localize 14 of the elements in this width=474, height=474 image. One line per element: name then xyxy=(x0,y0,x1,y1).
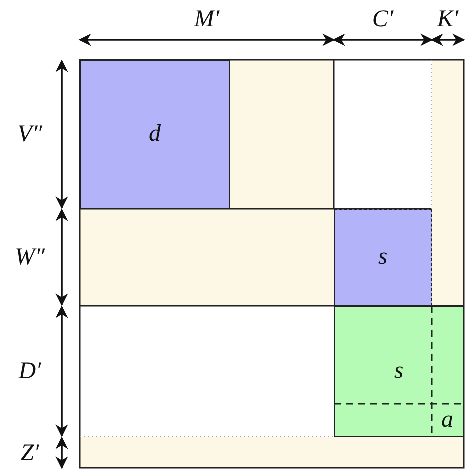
matrix-block xyxy=(80,60,230,209)
block-label: s xyxy=(378,244,388,271)
matrix-block xyxy=(334,209,432,306)
matrix-block xyxy=(334,306,464,437)
dimension-label: K′ xyxy=(437,6,459,34)
dimension-label: D′ xyxy=(18,358,42,386)
dimension-label: Z′ xyxy=(20,440,40,468)
dimension-label: V″ xyxy=(18,122,42,148)
dimension-label: M′ xyxy=(194,6,220,34)
dimension-label: W″ xyxy=(15,244,45,272)
block-label: a xyxy=(442,406,454,434)
dimension-label: C′ xyxy=(372,6,394,34)
block-label: s xyxy=(394,358,404,385)
block-label: d xyxy=(149,121,161,148)
